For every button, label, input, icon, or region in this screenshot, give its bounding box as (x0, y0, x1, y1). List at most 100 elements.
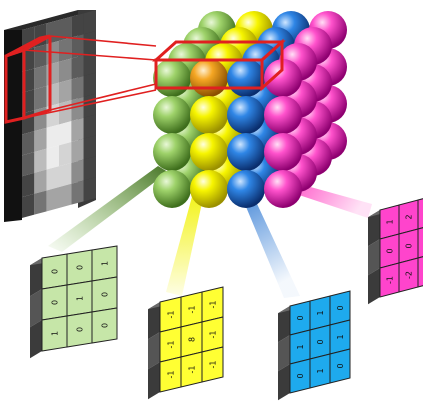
image-pixel (83, 177, 96, 202)
image-pixel (59, 142, 72, 167)
image-pixel (59, 100, 72, 125)
kernel-side (30, 320, 42, 359)
kernel-side (368, 239, 380, 276)
image-pixel (34, 86, 47, 111)
image-pixel (59, 79, 72, 104)
kernel-value: 8 (188, 337, 197, 342)
kernel-yellow: -1-1-1-18-1-1-1-1 (148, 286, 224, 400)
image-pixel (59, 162, 72, 188)
image-pixel (59, 58, 72, 83)
kernel-cell (417, 198, 423, 230)
sphere-highlight-side (260, 38, 284, 92)
sphere-magenta (264, 170, 302, 208)
image-pixel (83, 10, 96, 35)
sphere-magenta (264, 59, 302, 97)
kernel-blue: 0 1 0 1 0 1 0 1 0 (278, 290, 351, 401)
kernel-value: 0 (336, 363, 345, 368)
kernel-value: 0 (316, 339, 325, 344)
kernel-value: 1 (336, 334, 345, 339)
kernel-value: -1 (167, 311, 176, 319)
kernel-value: 1 (316, 368, 325, 373)
kernel-value: 0 (336, 305, 345, 310)
kernel-value: 0 (296, 373, 305, 378)
image-pixel (83, 156, 96, 181)
image-pixel (71, 180, 84, 205)
image-pixel (71, 159, 84, 184)
image-pixel (59, 37, 72, 62)
kernel-value: 0 (76, 265, 85, 270)
image-pixel (83, 135, 96, 160)
kernel-cell (201, 346, 224, 383)
image-pixel (34, 169, 47, 194)
image-pixel (34, 65, 47, 90)
receptive-field-on-spheres (152, 38, 286, 92)
image-pixel (34, 44, 47, 69)
image-pixel (83, 114, 96, 139)
sphere-yellow (190, 96, 228, 134)
kernel-side (278, 364, 290, 401)
kernel-cell (329, 348, 351, 384)
receptive-field-connectors (23, 35, 157, 119)
sphere-green (153, 59, 191, 97)
input-image-top (4, 10, 96, 30)
kernel-side (148, 362, 160, 400)
kernel-value: 1 (316, 310, 325, 315)
kernel-value: -1 (209, 331, 218, 339)
kernel-value: -1 (188, 306, 197, 314)
input-image-side-dark (4, 30, 22, 222)
image-pixel (71, 76, 84, 101)
beam-green (48, 166, 168, 252)
kernel-magenta: 121000-1-2-1 (368, 198, 423, 305)
kernel-value: 0 (51, 269, 60, 274)
image-pixel (83, 72, 96, 97)
image-pixel (46, 145, 59, 170)
kernel-value: 0 (76, 327, 85, 332)
sphere-magenta (264, 133, 302, 171)
sphere-blue (227, 59, 265, 97)
kernel-value: 0 (405, 243, 414, 248)
beam-yellow (166, 182, 206, 296)
feature-map-sphere-cube (153, 11, 347, 208)
kernel-value: -1 (188, 366, 197, 374)
kernel-value: 1 (296, 344, 305, 349)
sphere-green (153, 96, 191, 134)
kernel-value: 2 (405, 214, 414, 219)
image-pixel (22, 172, 35, 198)
image-pixel (34, 190, 47, 215)
kernel-side (30, 258, 42, 297)
image-pixel (59, 121, 72, 146)
image-pixel (22, 152, 35, 177)
image-pixel (34, 127, 47, 152)
sphere-blue (227, 133, 265, 171)
sphere-green (153, 170, 191, 208)
image-pixel (59, 183, 72, 208)
image-pixel (71, 117, 84, 142)
kernel-value: 0 (101, 292, 110, 297)
image-pixel (22, 131, 35, 156)
image-pixel (59, 16, 72, 41)
image-pixel (46, 124, 59, 149)
sphere-yellow (190, 133, 228, 171)
kernel-side (278, 306, 290, 343)
sphere-blue (227, 96, 265, 134)
image-pixel (71, 138, 84, 163)
kernel-cell (91, 307, 118, 344)
kernel-value: 0 (386, 248, 395, 253)
kernel-side (30, 289, 42, 328)
kernel-value: -1 (209, 301, 218, 309)
kernel-value: -1 (386, 276, 395, 284)
kernel-value: 1 (51, 331, 60, 336)
image-pixel (34, 148, 47, 173)
kernel-value: 0 (51, 300, 60, 305)
image-pixel (46, 166, 59, 191)
kernel-side (148, 332, 160, 370)
kernel-value: 1 (386, 219, 395, 224)
sphere-green (153, 133, 191, 171)
kernel-cell (417, 227, 423, 259)
kernel-side (278, 335, 290, 372)
kernel-value: 0 (296, 315, 305, 320)
image-pixel (71, 34, 84, 59)
kernel-value: 0 (101, 323, 110, 328)
sphere-yellow (190, 59, 228, 97)
